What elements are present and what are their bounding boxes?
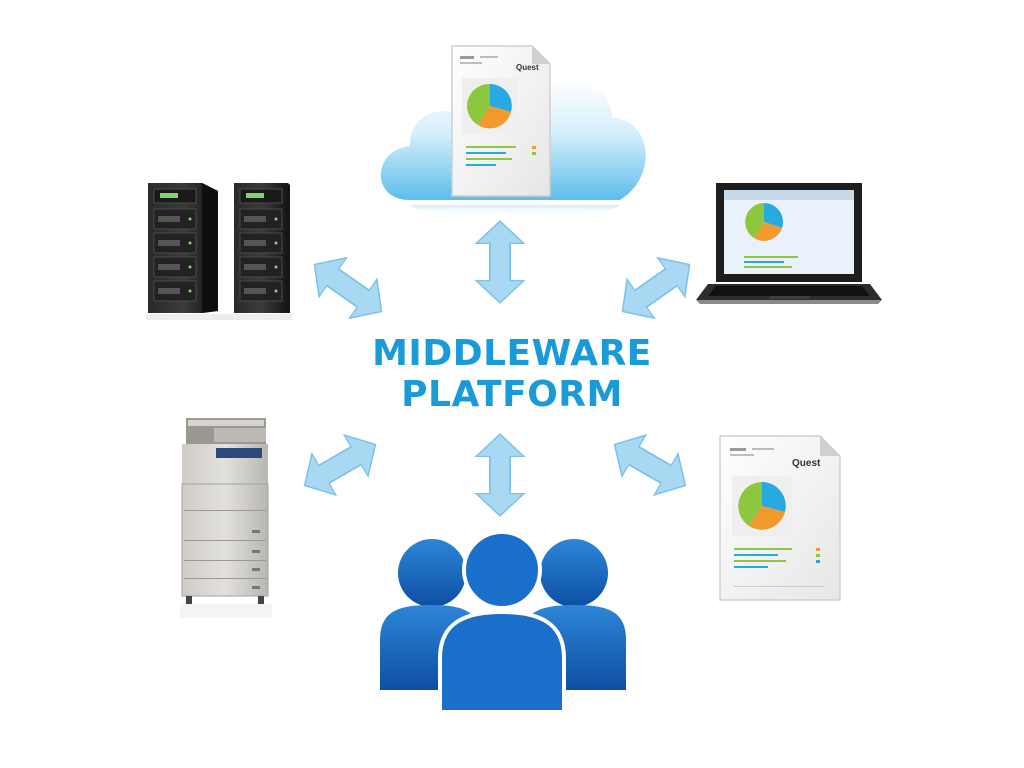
report-logo: Quest: [792, 458, 821, 469]
people-group-icon: [380, 530, 626, 714]
cloud-report-logo: Quest: [516, 63, 539, 72]
arrow-printer-middleware: [291, 423, 389, 507]
middleware-title-line-1: MIDDLEWARE: [372, 333, 652, 374]
person-center-body: [438, 609, 566, 714]
arrow-laptop-middleware: [608, 244, 704, 332]
cloud-report-document-icon: Quest: [451, 45, 551, 197]
printer-icon: [180, 418, 272, 618]
arrow-cloud-middleware: [475, 220, 525, 304]
arrow-report-middleware: [601, 423, 699, 507]
person-left-head: [398, 539, 466, 607]
server-racks-icon: [146, 183, 292, 320]
arrow-people-middleware: [475, 433, 525, 517]
person-center-head: [462, 530, 542, 610]
person-right-head: [540, 539, 608, 607]
report-document-icon: Quest: [719, 435, 841, 601]
arrow-servers-middleware: [300, 244, 396, 332]
laptop-icon: [696, 183, 882, 304]
middleware-title-line-2: PLATFORM: [401, 374, 623, 415]
